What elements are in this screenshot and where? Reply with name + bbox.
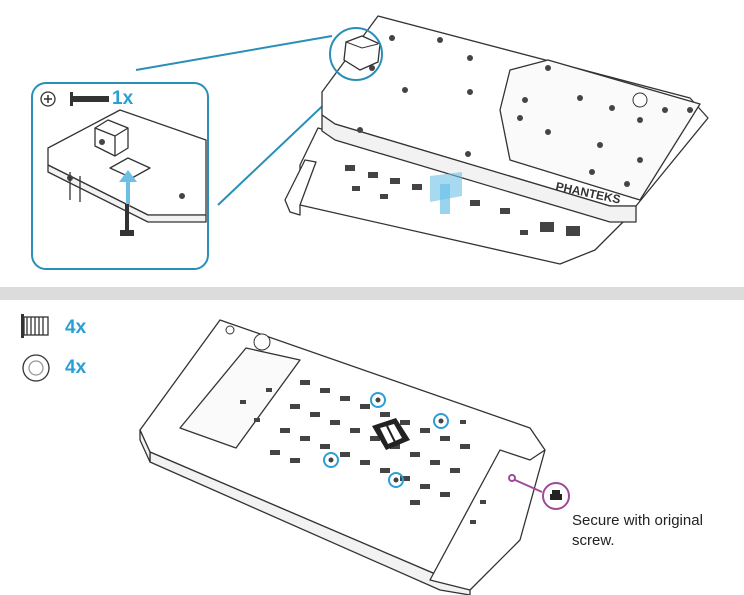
bracket-screw-marker <box>508 474 516 482</box>
parts-washer-qty: 4x <box>65 357 87 378</box>
up-arrow-icon <box>119 170 137 206</box>
step-top-panel: PHANTEKS <box>0 0 744 287</box>
top-illustration: PHANTEKS <box>31 15 709 270</box>
callout-screw-qty: 1x <box>112 88 134 109</box>
callout-screw-icon <box>70 92 109 106</box>
note-line-2: screw. <box>572 532 615 549</box>
parts-screw-qty: 4x <box>65 317 87 338</box>
note-line-1: Secure with original <box>572 512 703 529</box>
zoom-circle <box>329 27 383 81</box>
gpu-backplate-view <box>139 319 546 595</box>
block-screws <box>357 35 693 187</box>
gpu-die <box>372 418 410 450</box>
callout-plate <box>47 109 207 223</box>
bottom-illustration <box>21 314 570 595</box>
section-divider <box>0 287 744 300</box>
mounting-points <box>323 392 449 488</box>
bracket-screw-note: Secure with original screw. <box>572 511 742 551</box>
parts-screw-icon <box>21 314 49 338</box>
step-bottom-panel: 4x 4x <box>0 300 744 595</box>
original-screw-icon <box>542 482 570 510</box>
screwdriver-phillips-icon <box>40 91 56 107</box>
screw-icon <box>120 204 134 236</box>
pcb-components <box>240 380 486 524</box>
washer-icon <box>22 354 50 382</box>
